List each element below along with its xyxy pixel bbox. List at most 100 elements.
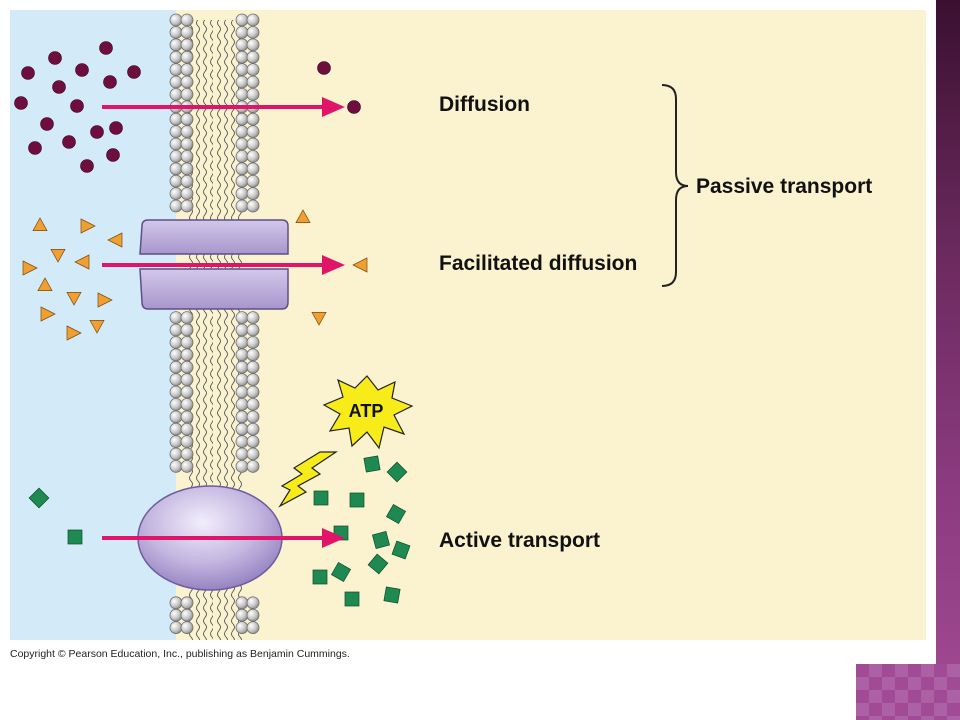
solute-dot [40, 117, 54, 131]
phospholipid-head [235, 38, 249, 52]
phospholipid-head [235, 75, 249, 89]
phospholipid-head [180, 397, 194, 411]
phospholipid-head [180, 373, 194, 387]
phospholipid-head [169, 26, 183, 39]
phospholipid-head [235, 162, 249, 176]
phospholipid-head [235, 397, 249, 411]
copyright-notice: Copyright © Pearson Education, Inc., pub… [10, 648, 350, 660]
solute-triangle [311, 312, 327, 326]
solute-triangle [50, 249, 66, 263]
solute-dot [52, 80, 66, 94]
phospholipid-head [169, 335, 183, 349]
phospholipid-head [180, 323, 194, 337]
phospholipid-head [180, 348, 194, 362]
phospholipid-head [180, 422, 194, 436]
phospholipid-head [235, 149, 249, 163]
solute-triangle [66, 325, 82, 341]
solute-square [344, 591, 360, 607]
phospholipid-head [246, 75, 260, 89]
phospholipid-head [246, 410, 260, 424]
phospholipid-head [246, 125, 260, 139]
phospholipid-head [180, 75, 194, 89]
solute-square [330, 561, 352, 583]
phospholipid-head [246, 311, 260, 325]
phospholipid-head [246, 137, 260, 151]
phospholipid-head [246, 13, 260, 27]
phospholipid-head [180, 162, 194, 176]
phospholipid-head [235, 335, 249, 349]
phospholipid-head [235, 174, 249, 188]
solute-triangle [22, 260, 38, 276]
solute-square [391, 540, 411, 560]
phospholipid-head [180, 621, 194, 634]
phospholipid-head [246, 596, 260, 610]
phospholipid-head [180, 459, 194, 473]
phospholipid-head [235, 373, 249, 387]
phospholipid-head [169, 608, 183, 622]
phospholipid-head [235, 422, 249, 436]
solute-square [312, 569, 328, 585]
solute-square [383, 586, 401, 604]
phospholipid-head [235, 447, 249, 461]
solute-dot [90, 125, 104, 139]
solute-dot [106, 148, 120, 162]
phospholipid-head [169, 348, 183, 362]
facilitated-diffusion-arrow [102, 255, 345, 275]
label-diffusion: Diffusion [439, 93, 530, 116]
phospholipid-head [246, 38, 260, 52]
solute-triangle [97, 292, 113, 308]
phospholipid-head [246, 422, 260, 436]
phospholipid-head [235, 112, 249, 126]
phospholipid-head [169, 50, 183, 64]
solute-triangle [66, 292, 82, 306]
phospholipid-head [246, 162, 260, 176]
phospholipid-head [169, 311, 183, 325]
solute-dot [70, 99, 84, 113]
solute-square [67, 529, 83, 545]
phospholipid-head [180, 112, 194, 126]
phospholipid-head [246, 88, 260, 101]
phospholipid-head [246, 373, 260, 387]
phospholipid-head [246, 112, 260, 126]
phospholipid-head [169, 323, 183, 337]
solute-triangle [80, 218, 96, 234]
phospholipid-head [169, 459, 183, 473]
phospholipid-head [246, 199, 260, 213]
slide-accent-corner [856, 664, 960, 720]
phospholipid-head [246, 335, 260, 349]
phospholipid-head [235, 348, 249, 362]
molecules-triangles [22, 209, 368, 341]
slide-accent-band [936, 0, 960, 720]
solute-dot [317, 61, 331, 75]
solute-dot [48, 51, 62, 65]
label-facilitated-diffusion: Facilitated diffusion [439, 252, 638, 275]
phospholipid-head [169, 373, 183, 387]
molecules-dots [14, 41, 361, 173]
solute-triangle [32, 217, 48, 231]
phospholipid-head [246, 63, 260, 76]
phospholipid-head [235, 125, 249, 139]
active-transport-arrow [102, 528, 345, 548]
phospholipid-head [169, 435, 183, 449]
phospholipid-head [169, 137, 183, 151]
phospholipid-head [169, 149, 183, 163]
phospholipid-head [169, 447, 183, 461]
phospholipid-head [169, 88, 183, 101]
phospholipid-head [246, 447, 260, 461]
phospholipid-head [246, 608, 260, 622]
solute-dot [62, 135, 76, 149]
phospholipid-head [246, 26, 260, 39]
solute-dot [28, 141, 42, 155]
phospholipid-head [235, 311, 249, 325]
phospholipid-head [169, 187, 183, 201]
label-active-transport: Active transport [439, 529, 601, 552]
phospholipid-head [180, 137, 194, 151]
phospholipid-head [180, 447, 194, 461]
phospholipid-head [235, 459, 249, 473]
phospholipid-head [235, 199, 249, 213]
solute-square [386, 461, 408, 483]
phospholipid-head [180, 149, 194, 163]
phospholipid-head [246, 385, 260, 399]
phospholipid-head [180, 608, 194, 622]
phospholipid-head [169, 75, 183, 89]
